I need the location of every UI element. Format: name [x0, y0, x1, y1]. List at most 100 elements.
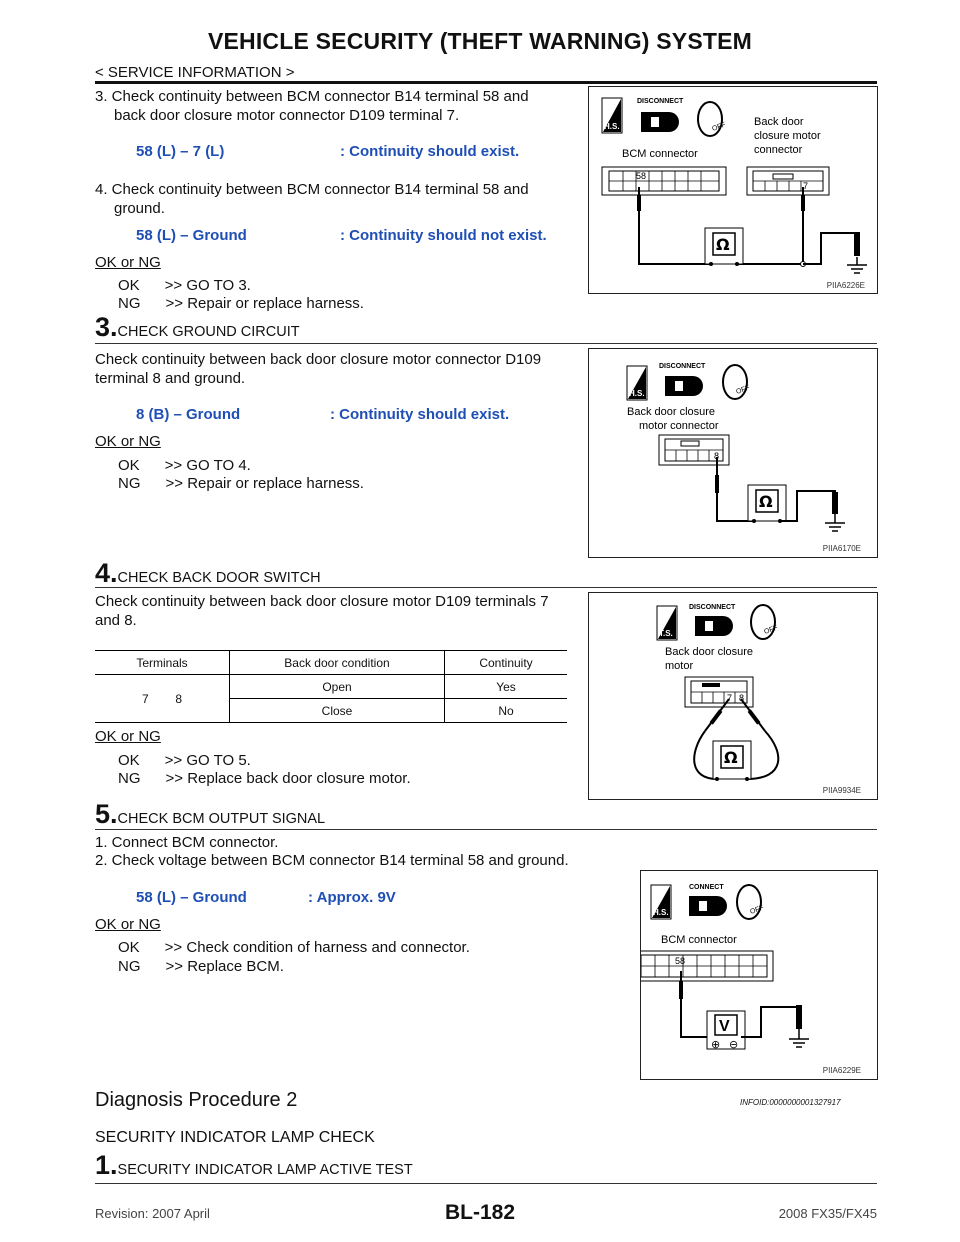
- continuity-no: No: [498, 703, 514, 718]
- bd-label-2: closure motor: [754, 130, 821, 142]
- continuity-yes: Yes: [496, 679, 516, 694]
- step5-heading: 5.CHECK BCM OUTPUT SIGNAL: [95, 799, 325, 830]
- volt-symbol: V: [719, 1018, 730, 1035]
- step3-text-1: Check continuity between back door closu…: [95, 351, 542, 368]
- step2-item4-cont: ground.: [114, 200, 165, 217]
- off-label: OFF: [735, 385, 751, 396]
- ohm-symbol: Ω: [759, 492, 773, 511]
- step-title: CHECK GROUND CIRCUIT: [117, 324, 300, 340]
- ts-label: T.S.: [659, 629, 673, 638]
- ok-or-ng-link-2[interactable]: OK or NG: [95, 433, 161, 450]
- wiring-diagram: H.S. CONNECT OFF BCM connector 58 V ⊕ ⊖: [634, 884, 809, 1051]
- disconnect-label: DISCONNECT: [637, 98, 684, 105]
- off-label: OFF: [711, 122, 727, 133]
- step-number: 5.: [95, 799, 118, 829]
- hs-label: H.S.: [604, 122, 620, 131]
- spec5-left: 58 (L) – Ground: [136, 889, 247, 906]
- connect-label: CONNECT: [689, 884, 724, 891]
- connector-icon: [695, 616, 733, 636]
- condition-close: Close: [229, 698, 445, 723]
- ok-result-4: OK >> Check condition of harness and con…: [118, 939, 470, 956]
- ok-result-1: OK >> GO TO 3.: [118, 277, 251, 294]
- pin-7-label: 7: [727, 693, 732, 703]
- ohm-symbol: Ω: [724, 748, 738, 767]
- ohm-symbol: Ω: [716, 235, 730, 254]
- ground-icon: [789, 1029, 809, 1048]
- step-number: 4.: [95, 558, 118, 588]
- hs-label: H.S.: [653, 908, 669, 917]
- bcm-label: BCM connector: [661, 934, 737, 946]
- section-breadcrumb: < SERVICE INFORMATION >: [95, 64, 295, 81]
- bd-label-3: connector: [754, 144, 803, 156]
- terminal-8: 8: [175, 691, 183, 706]
- diag2-rule: [95, 1183, 877, 1184]
- step3-rule: [95, 343, 877, 344]
- pin-7-label: 7: [803, 181, 808, 191]
- motor-label-1: Back door closure: [665, 646, 753, 658]
- wiring-diagram: T.S. DISCONNECT OFF Back door closure mo…: [656, 604, 780, 781]
- connector-icon: [665, 376, 703, 396]
- step3-heading: 3.CHECK GROUND CIRCUIT: [95, 312, 300, 343]
- step4-heading: 4.CHECK BACK DOOR SWITCH: [95, 558, 321, 589]
- ground-icon: [825, 514, 845, 532]
- pin-58-label: 58: [636, 171, 646, 181]
- step4-text-2: and 8.: [95, 612, 137, 629]
- section-title: SECURITY INDICATOR LAMP CHECK: [95, 1129, 375, 1146]
- bd-label-1: Back door: [754, 116, 804, 128]
- spec5-right: : Approx. 9V: [308, 889, 396, 906]
- ok-or-ng-link-3[interactable]: OK or NG: [95, 728, 161, 745]
- disconnect-label: DISCONNECT: [659, 363, 706, 370]
- figure-bcm-backdoor-continuity: H.S. DISCONNECT OFF Back door closure mo…: [588, 86, 878, 294]
- pin-8-label: 8: [714, 451, 719, 461]
- ng-result-2: NG >> Repair or replace harness.: [118, 475, 364, 492]
- spec2-right: : Continuity should not exist.: [340, 227, 547, 244]
- plus-terminal-icon: ⊕: [711, 1038, 720, 1051]
- page-number: BL-182: [444, 1201, 516, 1224]
- figure-bcm-output-signal: H.S. CONNECT OFF BCM connector 58 V ⊕ ⊖: [634, 870, 878, 1080]
- step2-item4: 4. Check continuity between BCM connecto…: [95, 181, 529, 198]
- diagnosis-procedure-heading: Diagnosis Procedure 2: [95, 1089, 298, 1111]
- connector-icon: [689, 896, 727, 916]
- connector-icon: [641, 112, 679, 132]
- step3-text-2: terminal 8 and ground.: [95, 370, 246, 387]
- off-label: OFF: [749, 905, 765, 916]
- footer-revision: Revision: 2007 April: [95, 1206, 210, 1221]
- ignition-key-icon: [736, 884, 762, 920]
- minus-terminal-icon: ⊖: [729, 1038, 738, 1051]
- ignition-key-icon: [697, 101, 723, 137]
- wiring-diagram: H.S. DISCONNECT OFF Back door closure mo…: [601, 97, 867, 274]
- terminal-7: 7: [141, 691, 149, 706]
- info-id: INFOID:0000000001327917: [740, 1098, 841, 1107]
- step-title: CHECK BCM OUTPUT SIGNAL: [117, 811, 326, 827]
- terminals-cell: 7 8: [95, 674, 230, 723]
- continuity-table: Terminals Back door condition Continuity…: [95, 650, 567, 723]
- step-number: 1.: [95, 1150, 118, 1180]
- off-label: OFF: [763, 625, 779, 636]
- ok-or-ng-link-1[interactable]: OK or NG: [95, 254, 161, 271]
- diag2-step1-heading: 1.SECURITY INDICATOR LAMP ACTIVE TEST: [95, 1150, 413, 1181]
- condition-open: Open: [229, 674, 445, 699]
- figure-id: PIIA6226E: [826, 281, 865, 290]
- ng-result-4: NG >> Replace BCM.: [118, 958, 284, 975]
- bcm-label: BCM connector: [622, 148, 698, 160]
- spec1-right: : Continuity should exist.: [340, 143, 520, 160]
- step-title: SECURITY INDICATOR LAMP ACTIVE TEST: [117, 1162, 413, 1178]
- pin-8-label: 8: [739, 693, 744, 703]
- ok-or-ng-link-4[interactable]: OK or NG: [95, 916, 161, 933]
- spec3-right: : Continuity should exist.: [330, 406, 510, 423]
- col-header-condition: Back door condition: [229, 650, 445, 675]
- figure-id: PIIA9934E: [822, 786, 861, 795]
- ok-result-3: OK >> GO TO 5.: [118, 752, 251, 769]
- col-header-terminals: Terminals: [95, 650, 230, 675]
- step2-item3: 3. Check continuity between BCM connecto…: [95, 88, 529, 105]
- spec1-left: 58 (L) – 7 (L): [136, 143, 225, 160]
- col-header-continuity: Continuity: [479, 655, 533, 670]
- step-number: 3.: [95, 312, 118, 342]
- figure-id: PIIA6229E: [822, 1066, 861, 1075]
- figure-id: PIIA6170E: [822, 544, 861, 553]
- step5-item1: 1. Connect BCM connector.: [95, 834, 279, 851]
- ng-result-1: NG >> Repair or replace harness.: [118, 295, 364, 312]
- motor-label-2: motor: [665, 660, 693, 672]
- hs-label: H.S.: [629, 389, 645, 398]
- spec2-left: 58 (L) – Ground: [136, 227, 247, 244]
